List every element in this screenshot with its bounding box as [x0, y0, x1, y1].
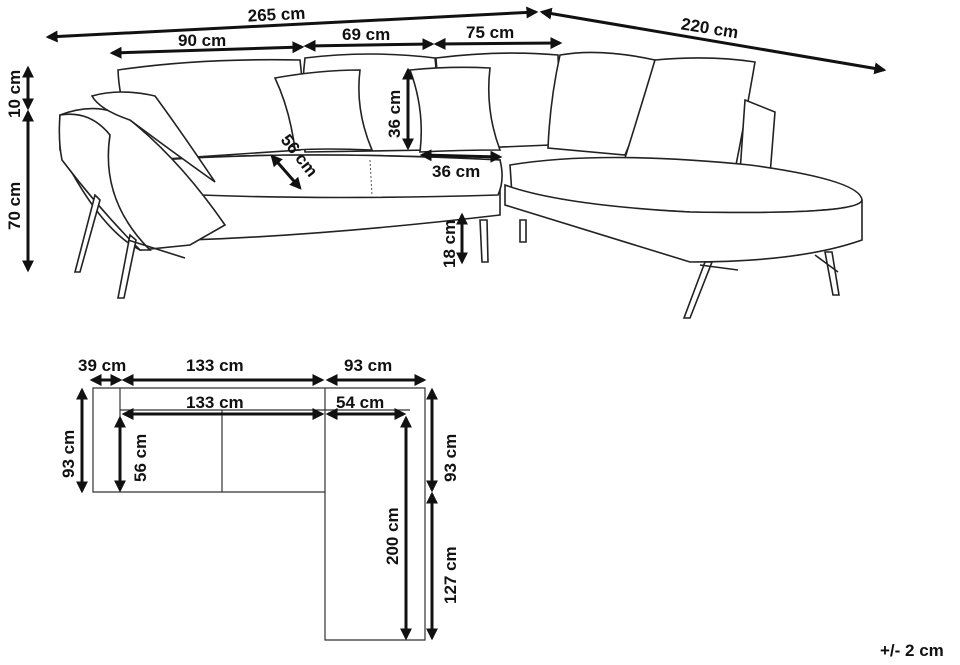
leg [479, 219, 489, 263]
dim-back-right: 75 cm [466, 23, 514, 42]
chaise-base [504, 183, 863, 263]
leg [814, 251, 840, 296]
dim-pillow-width: 36 cm [432, 162, 480, 181]
sofa-perspective-drawing [58, 51, 863, 319]
dim-chaise-seat-length: 200 cm [383, 507, 402, 565]
tolerance-note: +/- 2 cm [880, 641, 944, 660]
leg [73, 193, 101, 273]
plan-outline [92, 387, 426, 641]
leg [117, 233, 186, 299]
dim-seat-depth-plan: 56 cm [131, 434, 150, 482]
dim-depth-left: 93 cm [59, 430, 78, 478]
leg [682, 261, 739, 319]
dim-armrest-width: 39 cm [78, 356, 126, 375]
dim-back-middle: 69 cm [342, 25, 390, 44]
pillow-arm [90, 91, 216, 183]
dim-leg-height: 18 cm [440, 220, 459, 268]
dim-total-width: 265 cm [247, 4, 306, 26]
left-arm-side [58, 113, 152, 251]
dim-middle-width-inner: 133 cm [186, 393, 244, 412]
leg [519, 219, 527, 243]
dim-total-height: 70 cm [5, 182, 24, 230]
plan-dimensions: 39 cm 133 cm 93 cm 133 cm 54 cm 93 cm 56… [59, 356, 460, 641]
dim-backrest-above-arm: 10 cm [5, 70, 24, 118]
dim-chaise-extension: 127 cm [441, 546, 460, 604]
dim-middle-width-outer: 133 cm [186, 356, 244, 375]
plan-view-drawing [92, 387, 426, 641]
pillow-left [273, 69, 374, 151]
dim-pillow-height: 36 cm [385, 90, 404, 138]
dim-depth-right: 93 cm [441, 434, 460, 482]
dim-back-left: 90 cm [178, 31, 226, 50]
dim-corner-width: 93 cm [344, 356, 392, 375]
pillow-right [408, 66, 502, 153]
dim-chaise-seat-width: 54 cm [336, 393, 384, 412]
